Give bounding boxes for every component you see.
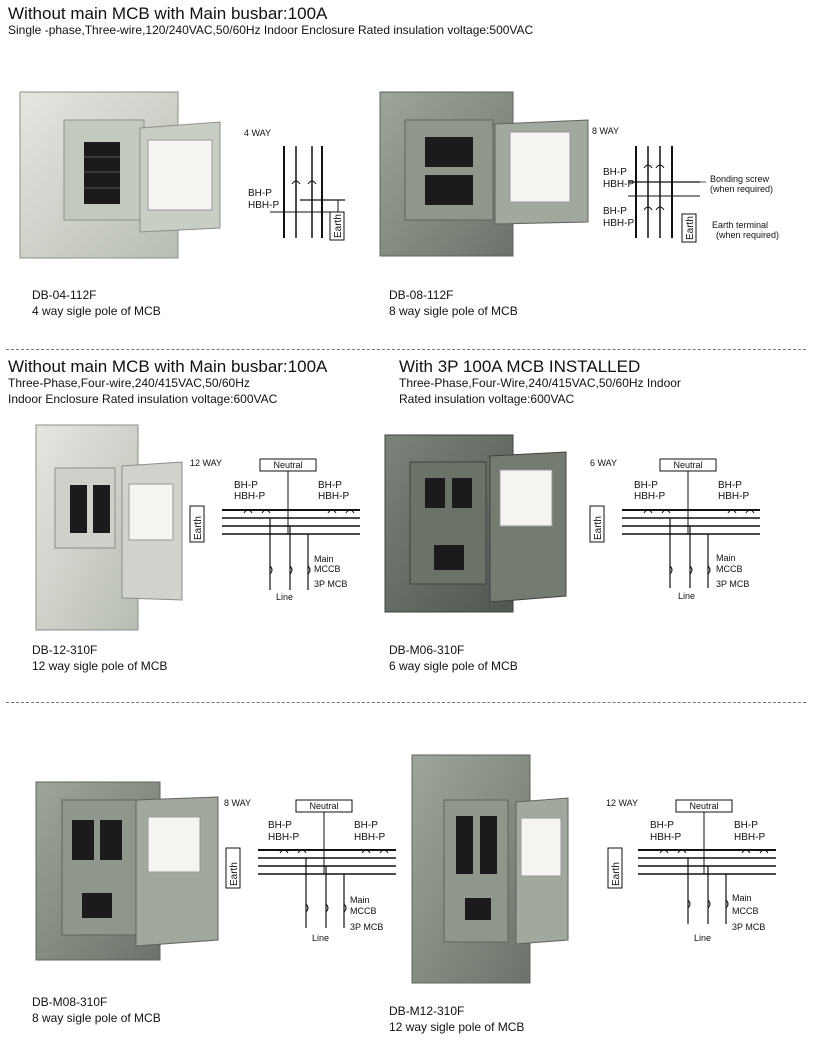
mccb-label: MCCB xyxy=(350,906,377,916)
model-number: DB-12-310F xyxy=(32,643,98,657)
earth-label: Earth xyxy=(229,862,240,886)
bh-label: BH-P xyxy=(603,167,627,178)
3p-mcb-label: 3P MCB xyxy=(732,922,765,932)
wiring-diagram-8-way: 8 WAY BH-P HBH-P BH-P HBH-P Bonding scre… xyxy=(592,126,779,243)
model-description: 6 way sigle pole of MCB xyxy=(389,659,518,673)
earth-label: Earth xyxy=(333,214,344,238)
model-number: DB-M06-310F xyxy=(389,643,465,657)
hbh-label: HBH-P xyxy=(248,200,279,211)
earth-terminal-note: (when required) xyxy=(716,230,779,240)
hbh-label: HBH-P xyxy=(268,832,299,843)
mccb-label: MCCB xyxy=(732,906,759,916)
hbh-label: HBH-P xyxy=(354,832,385,843)
panel-photo-db-12-310f xyxy=(35,424,183,631)
model-description: 12 way sigle pole of MCB xyxy=(32,659,168,673)
model-number: DB-04-112F xyxy=(32,288,97,302)
main-label: Main xyxy=(716,553,736,563)
hbh-label: HBH-P xyxy=(603,179,634,190)
section-subtitle-3p-mcb-2: Rated insulation voltage:600VAC xyxy=(399,392,575,406)
panel-photo-db-m06-310f xyxy=(384,434,567,613)
bh-label: BH-P xyxy=(248,188,272,199)
way-label: 6 WAY xyxy=(590,458,617,468)
bh-label: BH-P xyxy=(603,206,627,217)
way-label: 12 WAY xyxy=(190,458,222,468)
earth-label: Earth xyxy=(611,862,622,886)
earth-label: Earth xyxy=(685,216,696,240)
way-label: 4 WAY xyxy=(244,128,271,138)
section-subtitle-3p-mcb-1: Three-Phase,Four-Wire,240/415VAC,50/60Hz… xyxy=(399,376,681,390)
bonding-screw-label: Bonding screw xyxy=(710,174,770,184)
neutral-label: Neutral xyxy=(673,460,702,470)
model-description: 4 way sigle pole of MCB xyxy=(32,304,161,318)
mccb-label: MCCB xyxy=(716,564,743,574)
model-description: 12 way sigle pole of MCB xyxy=(389,1020,525,1034)
hbh-label: HBH-P xyxy=(634,491,665,502)
neutral-label: Neutral xyxy=(689,801,718,811)
hbh-label: HBH-P xyxy=(234,491,265,502)
section-subtitle-single-phase: Single -phase,Three-wire,120/240VAC,50/6… xyxy=(8,23,534,37)
model-number: DB-08-112F xyxy=(389,288,454,302)
way-label: 8 WAY xyxy=(592,126,619,136)
section-title-single-phase: Without main MCB with Main busbar:100A xyxy=(8,4,328,23)
neutral-label: Neutral xyxy=(309,801,338,811)
wiring-diagram-4-way: 4 WAY BH-P HBH-P Earth xyxy=(244,128,345,241)
hbh-label: HBH-P xyxy=(603,218,634,229)
model-description: 8 way sigle pole of MCB xyxy=(32,1011,161,1025)
panel-photo-db-m08-310f xyxy=(35,781,219,961)
panel-photo-db-04-112f xyxy=(19,91,221,259)
hbh-label: HBH-P xyxy=(718,491,749,502)
earth-terminal-label: Earth terminal xyxy=(712,220,768,230)
wiring-diagram-6-way-three-phase: 6 WAY Neutral BH-P HBH-P BH-P HBH-P Eart… xyxy=(589,458,760,601)
model-description: 8 way sigle pole of MCB xyxy=(389,304,518,318)
bonding-screw-note: (when required) xyxy=(710,184,773,194)
section-title-three-phase: Without main MCB with Main busbar:100A xyxy=(8,357,328,376)
hbh-label: HBH-P xyxy=(650,832,681,843)
earth-label: Earth xyxy=(193,516,204,540)
main-label: Main xyxy=(314,554,334,564)
3p-mcb-label: 3P MCB xyxy=(716,579,749,589)
bh-label: BH-P xyxy=(318,480,342,491)
bh-label: BH-P xyxy=(268,820,292,831)
bh-label: BH-P xyxy=(650,820,674,831)
bh-label: BH-P xyxy=(354,820,378,831)
way-label: 8 WAY xyxy=(224,798,251,808)
section-subtitle-three-phase-1: Three-Phase,Four-wire,240/415VAC,50/60Hz xyxy=(8,376,250,390)
section-subtitle-three-phase-2: Indoor Enclosure Rated insulation voltag… xyxy=(8,392,278,406)
way-label: 12 WAY xyxy=(606,798,638,808)
section-title-3p-mcb: With 3P 100A MCB INSTALLED xyxy=(399,357,641,376)
line-label: Line xyxy=(276,592,293,602)
divider xyxy=(6,702,806,703)
hbh-label: HBH-P xyxy=(318,491,349,502)
earth-label: Earth xyxy=(593,516,604,540)
bh-label: BH-P xyxy=(634,480,658,491)
bh-label: BH-P xyxy=(734,820,758,831)
3p-mcb-label: 3P MCB xyxy=(350,922,383,932)
wiring-diagram-12-way-three-phase: 12 WAY Neutral BH-P HBH-P BH-P HBH-P Ear… xyxy=(189,458,360,602)
wiring-diagram-8-way-three-phase: 8 WAY Neutral BH-P HBH-P BH-P HBH-P Eart… xyxy=(224,798,396,943)
line-label: Line xyxy=(312,933,329,943)
bh-label: BH-P xyxy=(718,480,742,491)
line-label: Line xyxy=(678,591,695,601)
main-label: Main xyxy=(732,893,752,903)
bh-label: BH-P xyxy=(234,480,258,491)
main-label: Main xyxy=(350,895,370,905)
panel-photo-db-m12-310f xyxy=(411,754,569,984)
model-number: DB-M08-310F xyxy=(32,995,108,1009)
neutral-label: Neutral xyxy=(273,460,302,470)
model-number: DB-M12-310F xyxy=(389,1004,465,1018)
line-label: Line xyxy=(694,933,711,943)
wiring-diagram-12-way-main-mcb: 12 WAY Neutral BH-P HBH-P BH-P HBH-P Ear… xyxy=(606,798,776,943)
panel-photo-db-08-112f xyxy=(379,91,589,257)
mccb-label: MCCB xyxy=(314,564,341,574)
divider xyxy=(6,349,806,350)
3p-mcb-label: 3P MCB xyxy=(314,579,347,589)
hbh-label: HBH-P xyxy=(734,832,765,843)
